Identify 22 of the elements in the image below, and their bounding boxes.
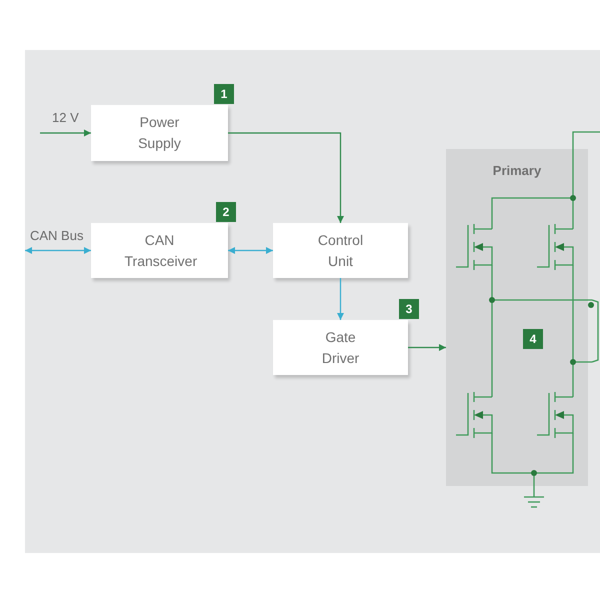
arrow [408, 344, 446, 351]
arrow [337, 278, 344, 320]
panel-title: Primary [492, 163, 542, 178]
block-box [91, 105, 228, 161]
arrow [228, 132, 344, 223]
block-box [273, 320, 408, 375]
arrow [25, 247, 91, 254]
block-box [273, 223, 408, 278]
arrow [228, 247, 273, 254]
block-box [91, 223, 228, 278]
block-label: CAN Transceiver [124, 230, 194, 270]
block-label: Gate Driver [320, 328, 360, 368]
block-label: Control Unit [316, 230, 364, 270]
primary-panel [446, 149, 588, 486]
edge-label: 12 V [52, 110, 79, 125]
callout-number: 1 [214, 84, 234, 104]
edge-label: CAN Bus [30, 228, 84, 243]
callout-number: 3 [399, 299, 419, 319]
callout-number: 2 [216, 202, 236, 222]
callout-number: 4 [523, 329, 543, 349]
arrow [40, 130, 91, 136]
block-label: Power Supply [137, 113, 182, 153]
